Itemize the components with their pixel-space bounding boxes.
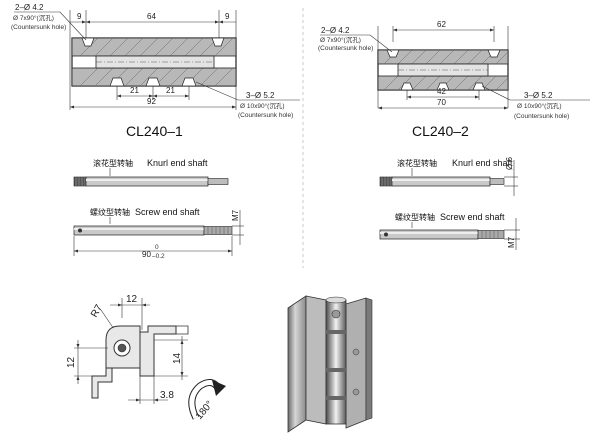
hinge2-hole-bottom-csk-en: (Countersunk hole) [514, 113, 569, 120]
rotation-arrow-head [212, 380, 226, 396]
screw-thread-end [203, 226, 233, 235]
shafts-left: 滚花型转轴 Knurl end shaft 螺纹型转轴 Screw end sh… [73, 158, 244, 260]
shafts-right: 滚花型转轴 Knurl end shaft Ø 6 螺纹型转轴 Screw en… [379, 157, 520, 250]
hinge-cl240-2-section: 62 2–Ø 4.2 Ø 7x90°(沉孔) (Countersunk hole… [318, 20, 590, 139]
bracket-view: 12 R7 12 14 3.8 180° [66, 294, 226, 422]
knurl2-shaft-tip [489, 178, 505, 185]
hinge3d-screw-top [331, 309, 341, 319]
model-title-cl240-2: CL240–2 [412, 123, 469, 139]
model-title-cl240-1: CL240–1 [126, 123, 183, 139]
csk-hole-bottom-2 [145, 77, 161, 87]
knurl2-label-en: Knurl end shaft [452, 158, 513, 168]
hinge2-csk-bottom-3 [472, 82, 486, 91]
hole-top-count: 2–Ø 4.2 [15, 3, 44, 12]
dim-bracket-14: 14 [172, 352, 183, 364]
knurl-label-en: Knurl end shaft [147, 158, 208, 168]
knurl-label-cn: 滚花型转轴 [93, 158, 133, 168]
hole-bottom-count: 3–Ø 5.2 [246, 91, 275, 100]
dim-m7-left: M7 [231, 209, 240, 221]
screw-pin-hole [78, 228, 82, 233]
screw-shaft-body [73, 225, 205, 236]
screw-label-cn: 螺纹型转轴 [90, 207, 130, 217]
csk-hole-bottom-3 [181, 77, 197, 87]
hole-top-csk-en: (Countersunk hole) [11, 24, 66, 31]
hole-top-csk: Ø 7x90°(沉孔) [13, 14, 54, 22]
tol-upper: 0 [155, 244, 159, 251]
dim-r7: R7 [89, 303, 105, 320]
dim-62: 62 [437, 20, 446, 29]
dim-70: 70 [437, 98, 446, 107]
hinge3d-left-leaf [287, 295, 307, 433]
hinge-3d-view [287, 295, 373, 433]
dim-21-b: 21 [166, 86, 175, 95]
dim-90: 90 [142, 250, 151, 259]
knurl-shaft-tip [207, 178, 229, 185]
csk-hole-top-left [81, 37, 95, 47]
hinge2-hole-top-csk: Ø 7x90°(沉孔) [320, 36, 361, 44]
hole-bottom-csk: Ø 10x90°(沉孔) [240, 102, 285, 110]
bracket-pin [117, 343, 127, 353]
csk-hole-top-right [211, 37, 225, 47]
dim-m7-right: M7 [507, 236, 516, 248]
dim-42: 42 [437, 87, 446, 96]
hinge2-hole-bottom-csk: Ø 10x90°(沉孔) [517, 102, 562, 110]
upper-leaf [71, 37, 237, 57]
screw2-label-cn: 螺纹型转轴 [395, 212, 435, 222]
knurl2-label-cn: 滚花型转轴 [397, 158, 437, 168]
screw2-thread-end [477, 230, 505, 239]
screw2-shaft-body [379, 229, 479, 240]
dim-d6: Ø 6 [505, 157, 514, 170]
csk-hole-bottom-1 [109, 77, 125, 87]
hinge2-csk-bottom-1 [400, 82, 414, 91]
dim-92: 92 [147, 97, 156, 106]
hinge2-hole-top-csk-en: (Countersunk hole) [318, 45, 373, 52]
dim-64: 64 [147, 12, 156, 21]
hole-bottom-csk-en: (Countersunk hole) [238, 112, 293, 119]
knurl2-shaft-body [391, 176, 491, 187]
screw2-pin-hole [384, 232, 388, 237]
dim-9-right: 9 [225, 12, 230, 21]
hinge2-csk-bottom-2 [436, 82, 450, 91]
tol-lower: –0.2 [152, 253, 165, 260]
hinge-cl240-1-section: 9 64 9 2–Ø 4.2 Ø 7x90° [11, 3, 300, 139]
screw2-label-en: Screw end shaft [440, 212, 505, 222]
screw-label-en: Screw end shaft [135, 207, 200, 217]
dim-bracket-12-top: 12 [126, 294, 138, 305]
knurl-shaft-body [85, 176, 209, 187]
hinge3d-right-leaf [345, 297, 367, 429]
dim-9-left: 9 [77, 12, 82, 21]
dim-bracket-3-8: 3.8 [160, 390, 174, 401]
hinge2-hole-top-count: 2–Ø 4.2 [321, 26, 350, 35]
dim-bracket-12-left: 12 [66, 356, 77, 368]
hinge2-csk-top-right [487, 49, 501, 58]
bracket-lower-leaf [91, 367, 113, 399]
dim-21-a: 21 [130, 86, 139, 95]
bracket-upper-leaf [139, 325, 177, 377]
hinge3d-knuckle [325, 299, 347, 425]
dim-rotation-180: 180° [194, 399, 216, 422]
hinge2-csk-top-left [386, 49, 400, 58]
hinge2-hole-bottom-count: 3–Ø 5.2 [524, 91, 553, 100]
